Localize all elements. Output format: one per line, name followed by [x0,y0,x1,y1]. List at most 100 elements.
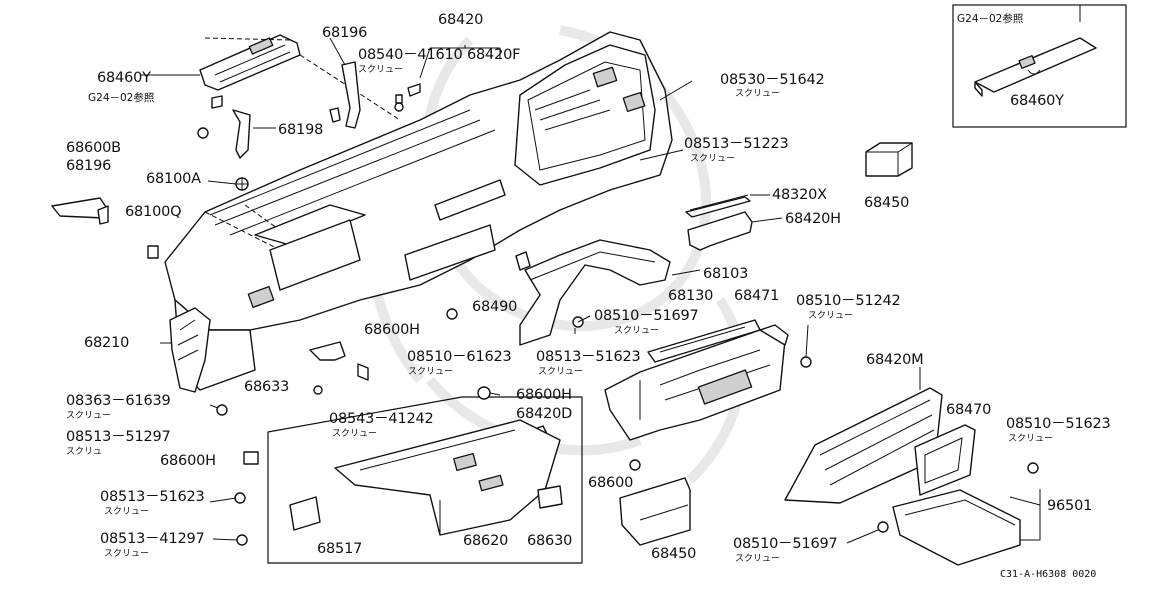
label-08513-51623-left: 08513－51623 [100,489,205,505]
dashboard-panel-68420[interactable] [164,31,673,391]
label-08510-51242-screw: スクリュー [808,310,853,321]
part-labels: 68420 68196 08540－41610 スクリュー 68420F 684… [66,12,1111,580]
label-68420D: 68420D [516,406,572,422]
label-08510-51697-mid: 08510－51697 [594,308,699,324]
label-68517: 68517 [317,541,362,557]
label-g24-ref: G24－02参照 [88,91,155,104]
tray-96501[interactable] [892,489,1021,566]
glove-box-lid-68620[interactable] [334,419,561,536]
label-68100A: 68100A [146,171,201,187]
label-96501: 96501 [1047,498,1092,514]
bracket-68633[interactable] [309,341,346,361]
screw-08540-41610[interactable] [394,83,421,112]
label-48320X: 48320X [772,187,827,203]
label-68420H: 68420H [785,211,841,227]
bracket-68198[interactable] [211,95,251,159]
label-08513-51623-left-screw: スクリュー [104,506,149,517]
label-08513-51623-mid-screw: スクリュー [538,366,583,377]
label-68103: 68103 [703,266,748,282]
screw-08513-51297[interactable] [313,385,323,395]
label-08510-51697-mid-screw: スクリュー [614,325,659,336]
label-08513-51297: 08513－51297 [66,429,171,445]
clip-68600H-left[interactable] [243,451,259,465]
label-68600: 68600 [588,475,633,491]
bracket-68196-top[interactable] [329,61,361,129]
label-08513-51623-mid: 08513－51623 [536,349,641,365]
label-08510-51697-bottom-screw: スクリュー [735,553,780,564]
label-08510-61623-screw: スクリュー [408,366,453,377]
box-68450-right[interactable] [865,142,913,177]
cluster-panel-68420M[interactable] [784,387,943,504]
clip-68100A[interactable] [235,177,249,191]
latch-68630[interactable] [537,485,563,509]
label-08510-51697-bottom: 08510－51697 [733,536,838,552]
label-68470: 68470 [946,402,991,418]
label-08530-51642-screw: スクリュー [735,88,780,99]
inset-panel-part[interactable] [974,37,1097,93]
lid-48320X[interactable] [685,194,751,218]
clip-68490[interactable] [515,251,531,271]
screw-08513-41297[interactable] [236,534,248,546]
label-68600H-mid: 68600H [364,322,420,338]
screw-08510-51697-bottom[interactable] [877,521,889,533]
label-68100Q: 68100Q [125,204,181,220]
glove-box-group [267,396,583,564]
screw-08510-51697-mid[interactable] [572,316,584,334]
label-08510-61623: 08510－61623 [407,349,512,365]
label-08510-51242: 08510－51242 [796,293,901,309]
label-68196-left: 68196 [66,158,111,174]
label-68198: 68198 [278,122,323,138]
label-08363-61639: 08363－61639 [66,393,171,409]
label-68196-top: 68196 [322,25,367,41]
label-08513-51223: 08513－51223 [684,136,789,152]
clip-68600H-mid[interactable] [357,363,369,381]
diagram-code: C31-A-H6308 0020 [1000,569,1096,580]
label-68600B: 68600B [66,140,121,156]
bracket-68600B[interactable] [51,197,109,225]
label-68633: 68633 [244,379,289,395]
inset-part-number: 68460Y [1010,93,1064,109]
screw-08363-61639[interactable] [209,404,228,416]
label-08510-51623-screw: スクリュー [1008,433,1053,444]
duct-68103[interactable] [519,239,671,346]
label-68471: 68471 [734,288,779,304]
label-68450-right: 68450 [864,195,909,211]
garnish-68420H[interactable] [687,211,753,251]
label-68420: 68420 [438,12,483,28]
label-08363-61639-screw: スクリュー [66,410,111,421]
label-68130: 68130 [668,288,713,304]
label-08510-51623: 08510－51623 [1006,416,1111,432]
side-panel-68210[interactable] [169,307,211,393]
label-08540-41610-screw: スクリュー [358,64,403,75]
label-08513-51223-screw: スクリュー [690,153,735,164]
screw-08510-51623[interactable] [1027,462,1039,474]
clip-68600H-box[interactable] [477,386,491,400]
label-68450-bottom: 68450 [651,546,696,562]
label-68210: 68210 [84,335,129,351]
screw-08510-61623[interactable] [446,308,458,320]
leader-lines [140,5,1081,544]
screw-68600-console[interactable] [629,459,641,471]
pocket-68450-bottom[interactable] [619,477,691,546]
label-08543-41242-screw: スクリュー [332,428,377,439]
panel-68470[interactable] [914,424,976,496]
clip-68100Q[interactable] [147,245,159,259]
label-68420M: 68420M [866,352,923,368]
label-08513-41297-screw: スクリュー [104,548,149,559]
inset-box: G24－02参照 68460Y [952,4,1127,128]
console-68600[interactable] [604,324,789,441]
hinge-68517[interactable] [289,496,321,531]
label-08540-41610: 08540－41610 [358,47,463,63]
screw-08513-51623-left[interactable] [234,492,246,504]
inset-ref-text: G24－02参照 [957,12,1024,25]
label-08543-41242: 08543－41242 [329,411,434,427]
label-08530-51642: 08530－51642 [720,72,825,88]
label-68620: 68620 [463,533,508,549]
label-68420F: 68420F [467,47,520,63]
screw-08510-51242[interactable] [800,356,812,368]
label-68600H-box: 68600H [516,387,572,403]
screw-68198[interactable] [197,127,209,139]
label-08513-51297-screw: スクリュ [66,446,102,457]
label-68490: 68490 [472,299,517,315]
